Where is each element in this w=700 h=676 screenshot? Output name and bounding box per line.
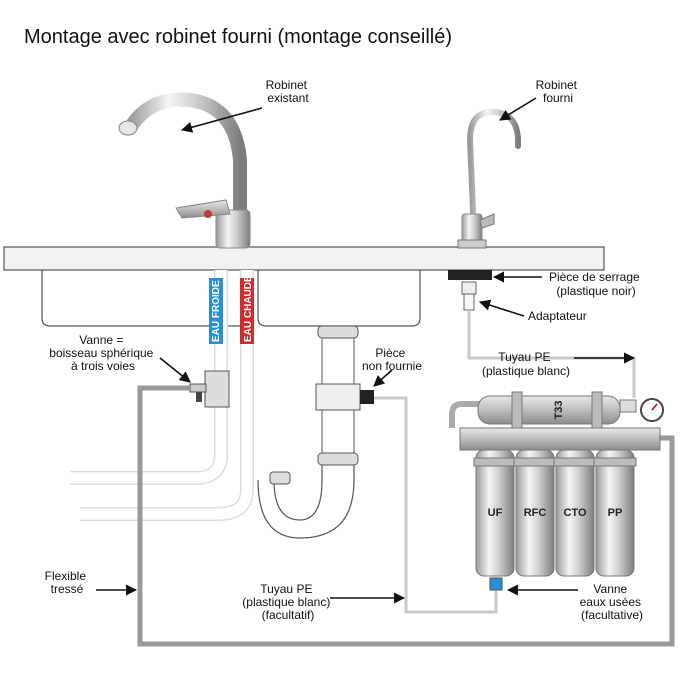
label-adaptateur: Adaptateur [528, 309, 587, 323]
pe-tube-drain [374, 396, 498, 614]
adapter [461, 281, 477, 311]
clamp-piece [448, 270, 492, 280]
label-robinet-fourni: Robinet fourni [536, 78, 581, 105]
existing-faucet [118, 92, 251, 249]
cold-water-pipe: EAU FROIDE [70, 270, 228, 485]
cartridge-cto: CTO [553, 449, 597, 577]
braided-hose [137, 385, 675, 647]
cartridge-t33-label: T33 [553, 401, 565, 420]
drain-pipe [257, 325, 359, 539]
diagram-title: Montage avec robinet fourni (montage con… [24, 26, 453, 48]
cartridge-pp-label: PP [608, 507, 623, 519]
waste-valve [489, 577, 503, 591]
label-flexible: Flexible tressé [45, 569, 90, 596]
drain-saddle [315, 383, 374, 411]
callout-labels: Robinet existant Robinet fourni Pièce de… [45, 78, 645, 622]
callout-arrows [96, 97, 636, 604]
cartridge-rfc: RFC [513, 449, 557, 577]
supplied-faucet [457, 108, 521, 249]
three-way-valve [189, 370, 230, 408]
label-robinet-existant: Robinet existant [266, 78, 311, 105]
label-vanne-trois-voies: Vanne = boisseau sphérique à trois voies [49, 333, 156, 373]
cartridge-pp: PP [593, 449, 637, 577]
filter-unit: T33 UF RFC CTO [449, 391, 664, 591]
cartridge-uf: UF [473, 449, 517, 577]
cartridge-cto-label: CTO [563, 507, 586, 519]
cartridge-rfc-label: RFC [524, 507, 547, 519]
cartridge-uf-label: UF [488, 507, 503, 519]
label-tuyau-pe-bas: Tuyau PE (plastique blanc) (facultatif) [242, 582, 333, 622]
label-piece-non-fournie: Pièce non fournie [362, 346, 422, 373]
pe-tube-upper [467, 310, 636, 398]
label-vanne-eaux-usees: Vanne eaux usées (facultative) [580, 582, 645, 622]
sink-basins [41, 270, 421, 327]
label-piece-serrage: Pièce de serrage (plastique noir) [549, 270, 643, 298]
cold-water-label: EAU FROIDE [211, 280, 222, 342]
hot-water-label: EAU CHAUDE [243, 275, 254, 342]
label-tuyau-pe-haut: Tuyau PE (plastique blanc) [482, 350, 570, 378]
hot-water-pipe: EAU CHAUDE [80, 270, 254, 521]
countertop [3, 246, 605, 271]
